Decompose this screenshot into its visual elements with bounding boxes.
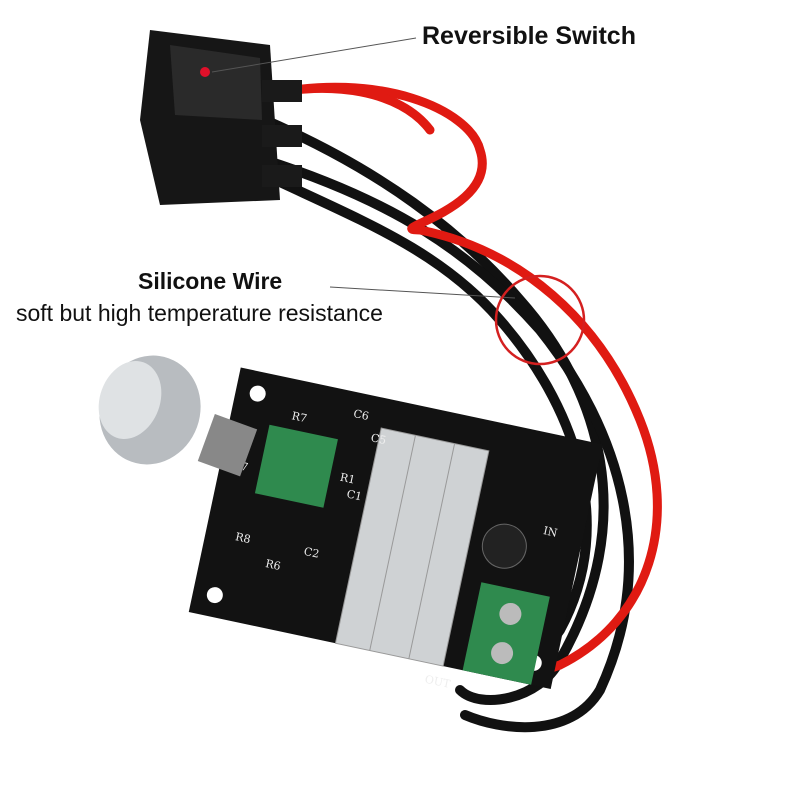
- label-c6: C6: [352, 407, 370, 423]
- silicone-wire-title: Silicone Wire: [138, 268, 283, 294]
- label-c1: C1: [345, 487, 363, 503]
- reversible-switch-label: Reversible Switch: [422, 22, 636, 50]
- label-r7: R7: [290, 409, 308, 425]
- capacitor: [481, 523, 527, 569]
- label-r6: R6: [264, 557, 282, 573]
- silicone-wire-subtitle: soft but high temperature resistance: [16, 300, 383, 326]
- highlight-circle: [494, 274, 586, 366]
- potentiometer: [254, 424, 338, 508]
- speed-knob: [98, 355, 258, 477]
- switch-leader-line: [211, 37, 417, 73]
- terminal-block: [462, 582, 550, 685]
- label-c2: C2: [303, 545, 321, 561]
- label-r8: R8: [234, 530, 252, 546]
- label-out: OUT: [424, 673, 452, 691]
- label-r1: R1: [339, 471, 357, 487]
- label-c5: C5: [370, 431, 388, 447]
- heatsink: [334, 427, 490, 667]
- pwm-controller-board: C6 C5 R7 D7 R1 C1 R8 R6 C2 IN OUT: [188, 367, 603, 691]
- indicator-dot: [200, 67, 210, 77]
- wire-leader-line: [329, 286, 516, 299]
- label-in: IN: [542, 524, 559, 540]
- red-wire: [260, 82, 662, 678]
- rocker-switch: [140, 30, 302, 205]
